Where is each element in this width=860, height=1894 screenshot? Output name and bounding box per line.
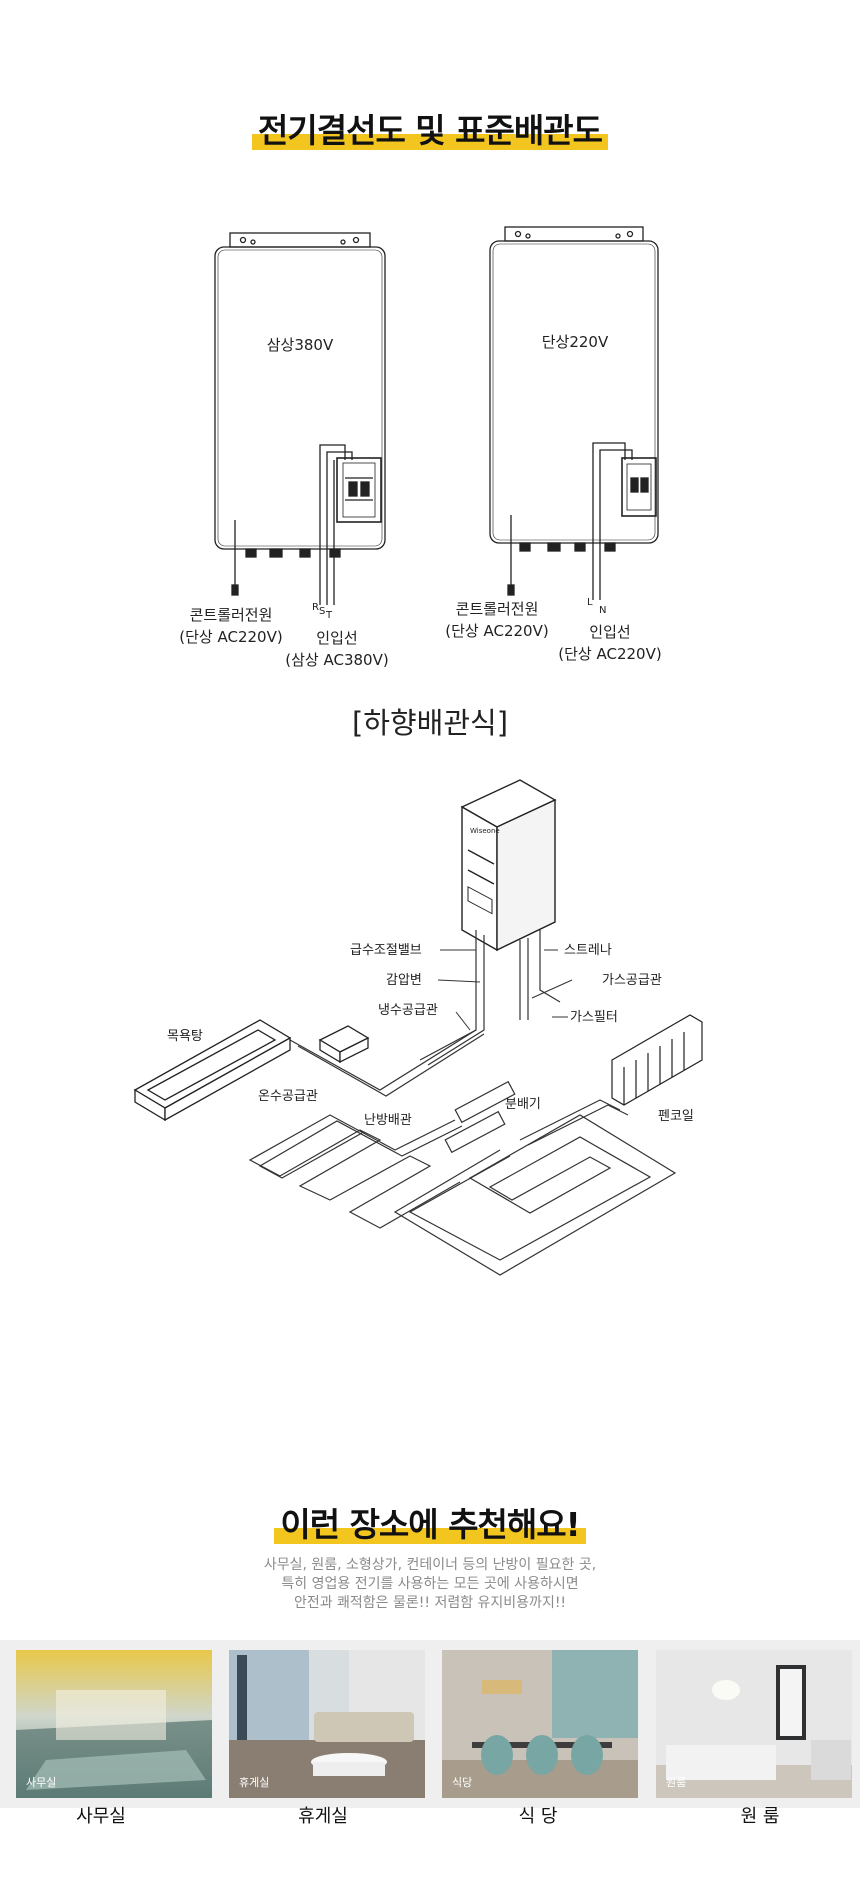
label-water-valve: 급수조절밸브	[350, 943, 422, 958]
place-tag-studio: 원룸	[666, 1776, 687, 1789]
place-card-lounge[interactable]: 휴게실	[229, 1650, 425, 1798]
label-gas-filter: 가스필터	[570, 1010, 618, 1025]
office-photo	[16, 1650, 212, 1798]
right-heater-unit	[489, 226, 659, 600]
pipes	[248, 930, 677, 1276]
terminal-r: R	[312, 602, 319, 613]
label-heating-pipe: 난방배관	[364, 1113, 412, 1128]
piping-diagram: Wiseone	[133, 779, 703, 1276]
right-inlet-label: 인입선	[589, 623, 630, 641]
label-hot-water: 온수공급관	[258, 1089, 318, 1104]
recommend-title-text: 이런 장소에 추천해요!	[274, 1498, 586, 1546]
restaurant-photo	[442, 1650, 638, 1798]
fan-coil	[611, 1014, 703, 1106]
recommend-description: 사무실, 원룸, 소형상가, 컨테이너 등의 난방이 필요한 곳, 특히 영업용…	[0, 1556, 860, 1613]
right-inlet-spec: (단상 AC220V)	[558, 645, 661, 663]
left-inlet-spec: (삼상 AC380V)	[285, 651, 388, 669]
label-strainer: 스트레나	[564, 943, 612, 958]
wiring-diagram: 삼상380V R S T 콘트롤러전원 (단상 AC220V) 인입선 (삼상 …	[179, 226, 662, 669]
lounge-photo	[229, 1650, 425, 1798]
label-distributor: 분배기	[505, 1097, 541, 1112]
place-tag-lounge: 휴게실	[239, 1776, 270, 1789]
desc-line-2: 특히 영업용 전기를 사용하는 모든 곳에 사용하시면	[281, 1576, 579, 1592]
caption-restaurant: 식 당	[518, 1806, 558, 1827]
left-inlet-label: 인입선	[316, 629, 357, 647]
bathtub	[133, 1019, 292, 1122]
place-card-office[interactable]: 사무실	[16, 1650, 212, 1798]
right-controller-label: 콘트롤러전원	[456, 600, 539, 618]
place-tag-office: 사무실	[26, 1776, 57, 1789]
caption-studio: 원 룸	[740, 1806, 780, 1827]
place-card-studio[interactable]: 원룸	[656, 1650, 852, 1798]
piping-subtitle: [하향배관식]	[351, 706, 509, 740]
boiler-unit: Wiseone	[460, 779, 557, 952]
label-bath: 목욕탕	[167, 1029, 203, 1044]
place-card-restaurant[interactable]: 식당	[442, 1650, 638, 1798]
terminal-l: L	[587, 597, 593, 608]
label-gas-pipe: 가스공급관	[602, 973, 662, 988]
leader-lines	[437, 949, 573, 1031]
desc-line-3: 안전과 쾌적함은 물론!! 저렴함 유지비용까지!!	[293, 1595, 567, 1611]
left-unit-label: 삼상380V	[267, 336, 334, 354]
right-unit-label: 단상220V	[542, 333, 609, 351]
caption-lounge: 휴게실	[298, 1806, 348, 1827]
wiring-diagram-title: 전기결선도 및 표준배관도	[0, 104, 860, 152]
label-cold-water: 냉수공급관	[378, 1003, 438, 1018]
wiring-diagram-title-text: 전기결선도 및 표준배관도	[252, 104, 608, 152]
caption-office: 사무실	[76, 1806, 126, 1827]
label-pressure-valve: 감압변	[386, 973, 422, 988]
terminal-s: S	[319, 606, 325, 617]
place-tag-restaurant: 식당	[452, 1776, 473, 1789]
left-controller-spec: (단상 AC220V)	[179, 628, 282, 646]
right-controller-spec: (단상 AC220V)	[445, 622, 548, 640]
label-fan-coil: 펜코일	[658, 1109, 694, 1124]
desc-line-1: 사무실, 원룸, 소형상가, 컨테이너 등의 난방이 필요한 곳,	[263, 1557, 597, 1573]
left-controller-label: 콘트롤러전원	[190, 606, 273, 624]
terminal-t: T	[325, 610, 333, 621]
studio-photo	[656, 1650, 852, 1798]
svg-text:Wiseone: Wiseone	[470, 827, 500, 835]
terminal-n: N	[599, 605, 606, 616]
left-heater-unit	[214, 232, 386, 605]
controller-box	[318, 1025, 370, 1064]
recommend-title: 이런 장소에 추천해요!	[0, 1498, 860, 1546]
